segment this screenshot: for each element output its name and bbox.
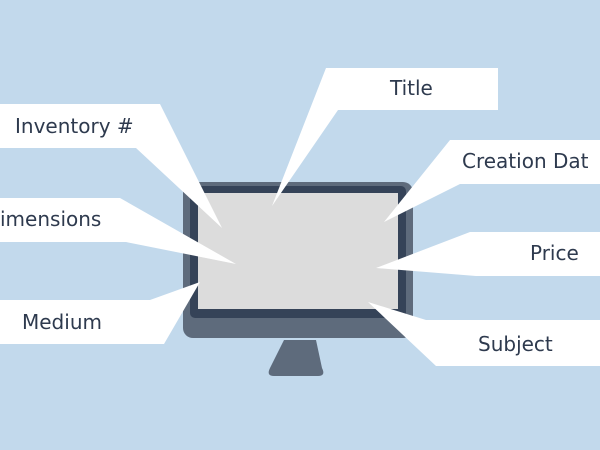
label-dimensions: imensions	[0, 207, 102, 231]
callout-title	[272, 68, 498, 206]
label-medium: Medium	[22, 310, 102, 334]
callout-price	[376, 232, 600, 276]
monitor-icon	[183, 182, 413, 376]
label-subject: Subject	[478, 332, 553, 356]
callout-dimensions	[0, 198, 236, 264]
label-title: Title	[390, 76, 433, 100]
label-inventory: Inventory #	[15, 114, 134, 138]
callout-inventory	[0, 104, 222, 228]
monitor-screen	[198, 193, 398, 309]
monitor-stand	[268, 340, 324, 376]
callout-creation-date	[384, 140, 600, 222]
label-creation-date: Creation Dat	[462, 149, 589, 173]
label-price: Price	[530, 241, 579, 265]
callout-subject	[368, 302, 600, 366]
callout-medium	[0, 282, 200, 344]
